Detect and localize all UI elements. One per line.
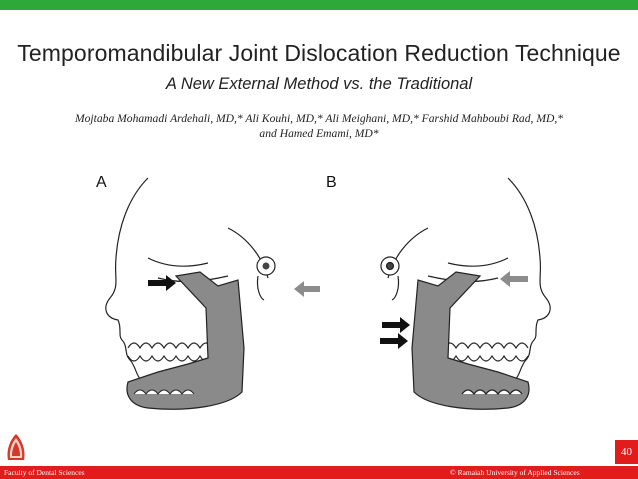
arrow-icon [380,333,408,349]
footer-copyright-text: © Ramaiah University of Applied Sciences [450,468,580,477]
panel-a-label: A [96,174,107,191]
slide-subtitle: A New External Method vs. the Traditiona… [165,75,473,93]
institution-logo-icon [7,434,25,460]
arrow-icon [294,281,320,297]
footer-faculty-text: Faculty of Dental Sciences [4,468,85,477]
panel-b-skull [380,177,551,410]
skull-illustration [105,177,551,410]
slide-number: 40 [615,440,638,464]
authors-line-1: Mojtaba Mohamadi Ardehali, MD,* Ali Kouh… [74,112,564,125]
panel-a-mandible [126,271,245,410]
author-list: Mojtaba Mohamadi Ardehali, MD,* Ali Kouh… [14,111,624,141]
bottom-footer-bar [0,466,638,479]
panel-b-label: B [326,174,337,191]
authors-line-2: and Hamed Emami, MD* [259,127,379,140]
tmj-reduction-figure: A B [88,168,568,428]
slide-title: Temporomandibular Joint Dislocation Redu… [17,40,621,66]
panel-a-lower-teeth [133,389,195,395]
arrow-icon [148,275,176,291]
top-accent-bar [0,0,638,10]
arrow-icon [500,271,528,287]
arrow-icon [382,317,410,333]
